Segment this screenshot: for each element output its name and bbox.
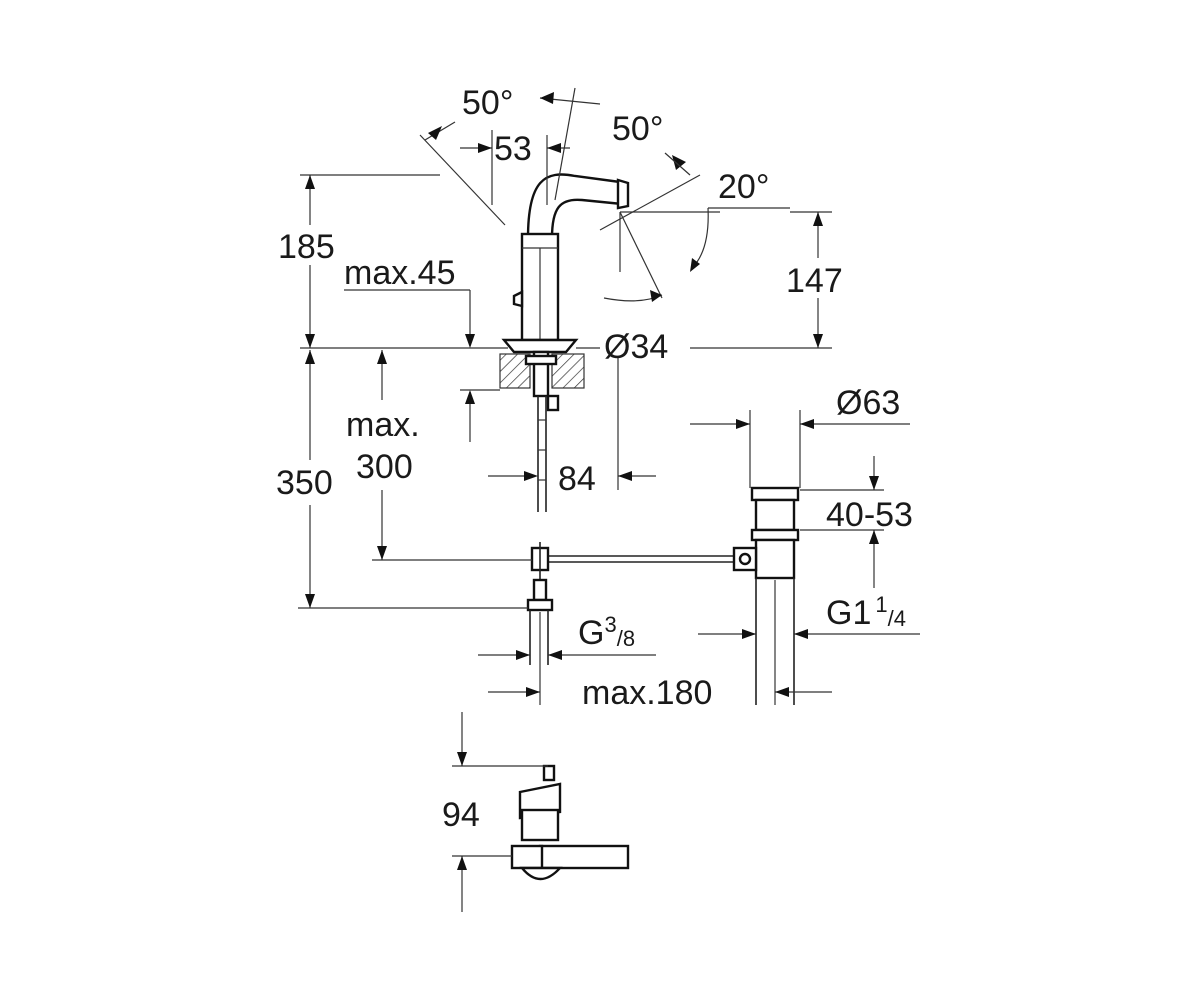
label-pop-up-max: max.180 [582, 674, 712, 712]
label-diameter-base: Ø34 [604, 328, 668, 366]
dimension-lines [298, 87, 920, 912]
label-height-total: 185 [278, 228, 335, 266]
label-angle-spout-right: 50° [612, 110, 663, 148]
label-width-spout: 53 [494, 130, 532, 168]
pop-up-rod [526, 542, 740, 612]
label-depth-max-line2: 300 [356, 448, 413, 486]
faucet-body [499, 173, 630, 512]
label-height-spout: 147 [786, 262, 843, 300]
label-diameter-waste: Ø63 [836, 384, 900, 422]
label-height-below: 350 [276, 464, 333, 502]
supply-pipe [529, 610, 549, 665]
waste-fitting [732, 486, 800, 705]
label-depth-max-line1: max. [346, 406, 420, 444]
handle-detail [510, 764, 630, 881]
label-handle-height: 94 [442, 796, 480, 834]
label-thread-supply: G3/8 [578, 612, 635, 652]
label-angle-spout-left: 50° [462, 84, 513, 122]
label-waste-range: 40-53 [826, 496, 913, 534]
dimension-labels: 50° 53 50° 20° 185 max.45 147 Ø34 Ø63 ma… [276, 84, 913, 834]
label-angle-aerator: 20° [718, 168, 769, 206]
label-reach: 84 [558, 460, 596, 498]
label-deck-max: max.45 [344, 254, 456, 292]
